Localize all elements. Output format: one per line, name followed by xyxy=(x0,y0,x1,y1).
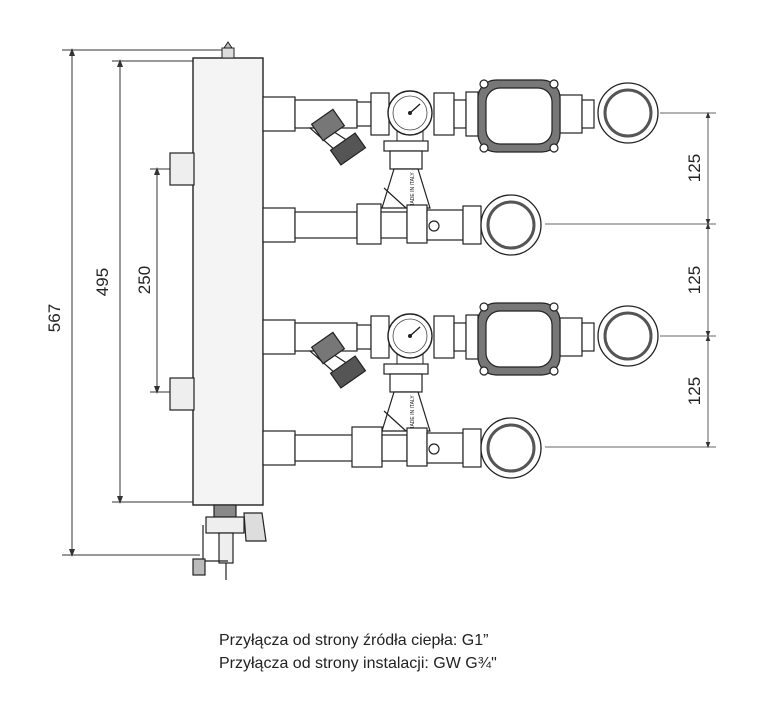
reference-lines xyxy=(545,111,716,449)
manifold-body xyxy=(169,41,264,506)
circuit-2-pump xyxy=(465,302,561,376)
dim-label-250: 250 xyxy=(135,266,154,294)
dimension-567 xyxy=(62,48,228,557)
circuit-2-supply-line xyxy=(262,315,595,359)
circuit-1-return-line xyxy=(262,203,482,245)
drain-valve xyxy=(192,504,267,580)
dim-label-567: 567 xyxy=(45,304,64,332)
circuit-2-gauge-icon xyxy=(387,313,433,367)
circuit-2-valve-marking: MADE IN ITALY xyxy=(410,395,416,431)
caption-heat-source-connections: Przyłącza od strony źródła ciepła: G1” xyxy=(219,632,489,649)
circuit-2-return-line xyxy=(262,426,482,468)
circuit-1-pump xyxy=(465,79,561,153)
circuit-2-bypass xyxy=(381,363,431,432)
circuit-1-supply-knob-icon xyxy=(597,82,659,144)
circuit-2-supply-knob-icon xyxy=(597,305,659,367)
circuit-1-strainer xyxy=(308,108,367,166)
dim-label-125-middle: 125 xyxy=(685,266,704,294)
dimension-495 xyxy=(112,59,196,504)
circuit-2-return-knob-icon xyxy=(480,417,542,479)
caption-installation-connections: Przyłącza od strony instalacji: GW G¾" xyxy=(219,655,497,672)
circuit-1-return-knob-icon xyxy=(480,194,542,256)
dim-label-125-bottom: 125 xyxy=(685,377,704,405)
circuit-1-gauge-icon xyxy=(387,90,433,144)
circuit-1-valve-marking: MADE IN ITALY xyxy=(410,172,416,208)
dim-label-495: 495 xyxy=(93,268,112,296)
dimension-250 xyxy=(150,167,172,394)
circuit-1-bypass xyxy=(381,140,431,209)
circuit-2-strainer xyxy=(308,331,367,389)
dim-label-125-top: 125 xyxy=(685,154,704,182)
